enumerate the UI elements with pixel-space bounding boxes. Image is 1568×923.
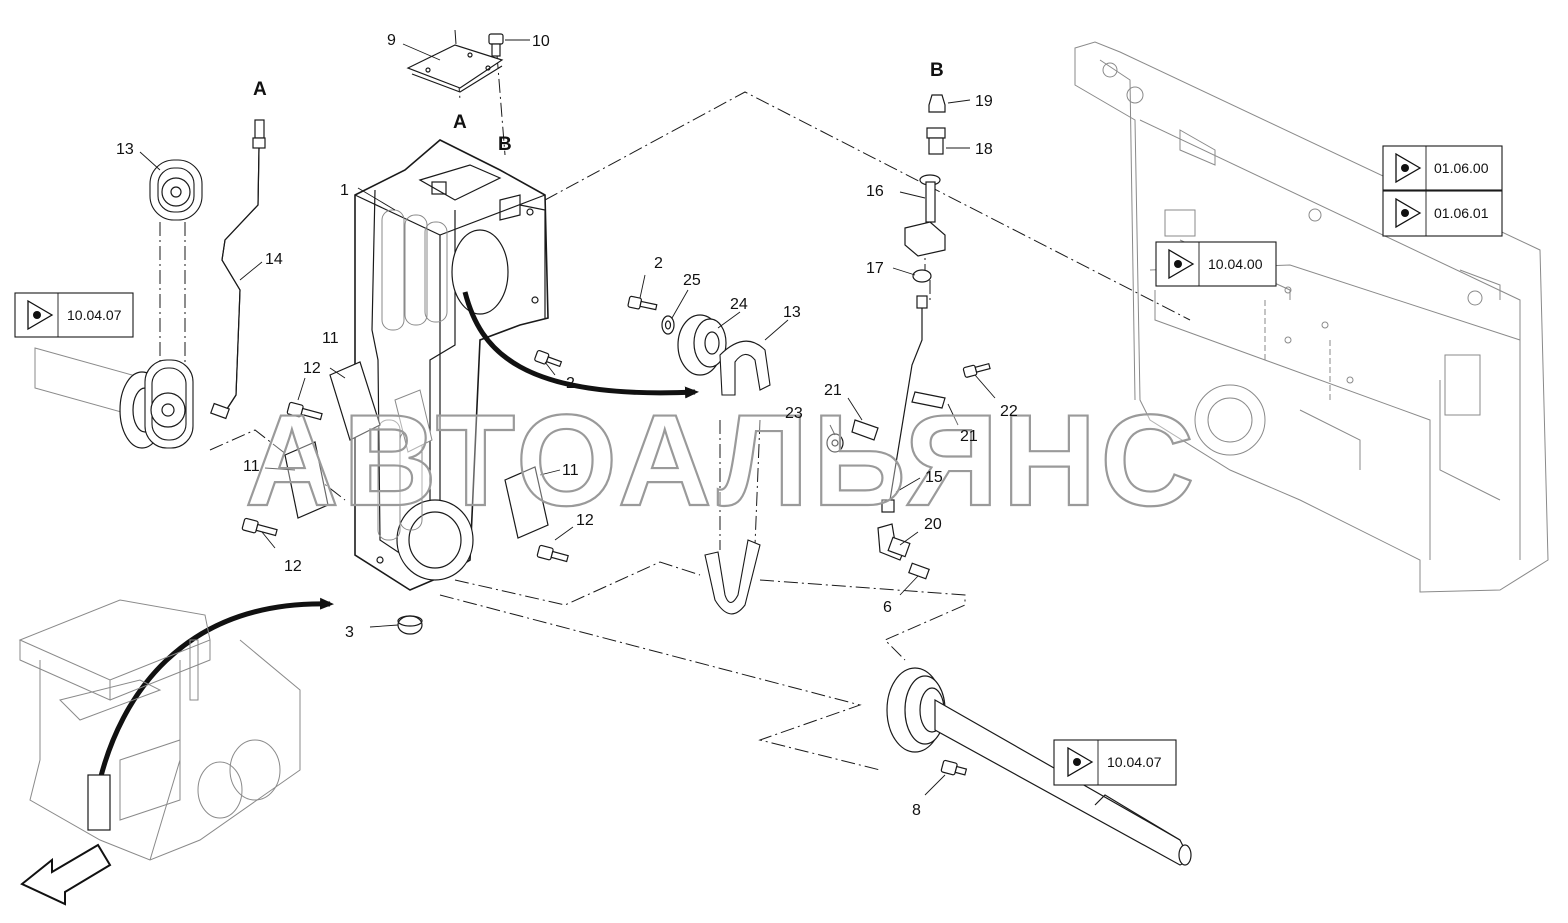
part-number-25: 25 — [683, 272, 701, 289]
connection-letter-b-housing: B — [498, 134, 512, 155]
connection-letter-a-housing: A — [453, 112, 467, 133]
view-reference-frame-upper[interactable]: 01.06.00 — [1382, 145, 1503, 191]
part-number-12-b: 12 — [284, 558, 302, 575]
part-number-11-c: 11 — [562, 462, 579, 479]
assembly-centre-lines — [159, 29, 1191, 771]
part-number-22: 22 — [1000, 403, 1018, 420]
view-reference-label: 01.06.01 — [1434, 205, 1489, 221]
view-reference-frame-lower[interactable]: 01.06.01 — [1382, 190, 1503, 237]
sprocket-24 — [677, 314, 727, 376]
part-number-24: 24 — [730, 296, 748, 313]
connection-letter-b-right: B — [930, 60, 944, 81]
part-number-16: 16 — [866, 183, 884, 200]
part-number-8: 8 — [912, 802, 921, 819]
bolt-10 — [488, 33, 504, 57]
part-number-10: 10 — [532, 33, 550, 50]
bolts-2 — [534, 295, 658, 368]
part-number-15: 15 — [925, 469, 943, 486]
small-parts-21-23 — [826, 391, 946, 453]
screw-22 — [962, 362, 991, 378]
part-number-6: 6 — [883, 599, 892, 616]
part-number-11-a: 11 — [322, 330, 339, 347]
part-number-12-a: 12 — [303, 360, 321, 377]
left-drive-chain — [34, 159, 203, 449]
watermark: АВТОАЛЬЯНС — [245, 387, 1198, 533]
part-number-18: 18 — [975, 141, 993, 158]
part-number-11-b: 11 — [243, 458, 260, 475]
view-reference-label: 10.04.07 — [67, 307, 122, 323]
part-number-14: 14 — [265, 251, 283, 268]
part-number-2-top: 2 — [654, 255, 663, 272]
view-reference-bottom-shaft[interactable]: 10.04.07 — [1053, 739, 1177, 786]
connection-letters: A A B B — [253, 60, 944, 155]
connection-letter-a-left: A — [253, 79, 267, 100]
part-number-20: 20 — [924, 516, 942, 533]
part-number-21-b: 21 — [960, 428, 978, 445]
background-frame — [1074, 41, 1549, 593]
part-number-13-right: 13 — [783, 304, 801, 321]
part-number-19: 19 — [975, 93, 993, 110]
leader-lines — [139, 39, 996, 796]
pointer-arrows — [97, 291, 699, 781]
arrow-icon — [20, 843, 112, 906]
machine-thumbnail — [18, 599, 301, 861]
part-number-23: 23 — [785, 405, 803, 422]
part-number-3: 3 — [345, 624, 354, 641]
washer-25 — [661, 315, 675, 335]
part-number-2-mid: 2 — [566, 375, 575, 392]
view-reference-label: 10.04.07 — [1107, 754, 1162, 770]
part-number-13-left: 13 — [116, 141, 134, 158]
right-drive-chain — [704, 340, 771, 615]
plug-3 — [397, 615, 423, 635]
lubrication-line-right — [877, 94, 946, 580]
view-reference-left-shaft[interactable]: 10.04.07 — [14, 292, 134, 338]
part-number-9: 9 — [387, 32, 396, 49]
cover-plate — [406, 44, 504, 93]
part-numbers: 1 2 2 3 6 8 9 10 11 11 11 12 12 12 13 13… — [116, 32, 1018, 819]
part-number-21-a: 21 — [824, 382, 842, 399]
view-reference-label: 10.04.00 — [1208, 256, 1263, 272]
part-number-12-c: 12 — [576, 512, 594, 529]
view-reference-label: 01.06.00 — [1434, 160, 1489, 176]
cover-plates-11 — [284, 361, 549, 539]
view-reference-frame-plate[interactable]: 10.04.00 — [1155, 241, 1277, 287]
bolts-12 — [241, 401, 569, 563]
part-number-1: 1 — [340, 182, 349, 199]
part-number-17: 17 — [866, 260, 884, 277]
lubrication-line-left — [210, 119, 266, 420]
